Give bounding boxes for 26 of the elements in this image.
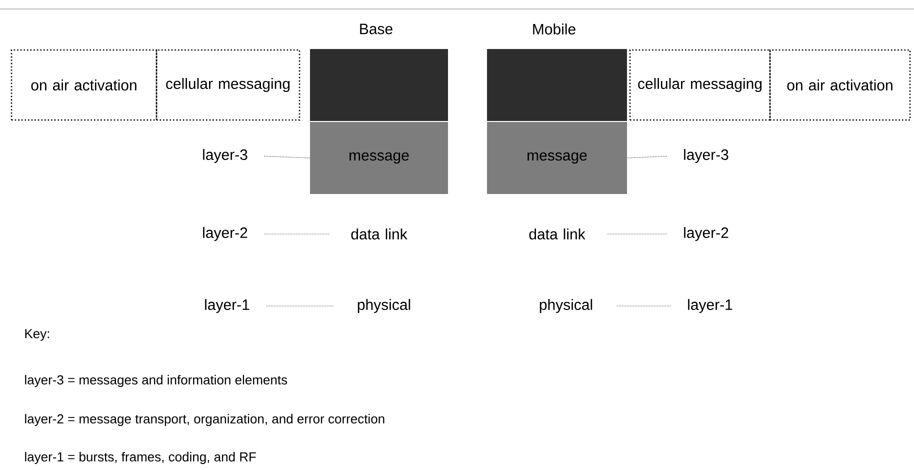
layer-text: physical	[540, 299, 592, 313]
shaded-box: message	[310, 122, 448, 194]
shaded-box: message	[487, 122, 627, 194]
key-text: layer-2 = message transport, organization, and error correction	[25, 414, 384, 426]
dotted-box: cellular messaging	[629, 49, 771, 121]
dotted-box: on air activation	[10, 49, 158, 121]
layer-text: data link	[529, 228, 586, 240]
layer-text: layer-3	[684, 149, 728, 163]
dark-box	[310, 49, 448, 121]
heading: Base	[360, 24, 392, 34]
layer-text: layer-2	[684, 227, 728, 241]
key-heading: Key:	[25, 329, 50, 341]
layer-text: layer-1	[205, 299, 250, 313]
layer-text: data link	[351, 228, 408, 240]
dotted-box: on air activation	[769, 49, 911, 121]
dark-box	[487, 49, 627, 121]
dotted-box: cellular messaging	[156, 49, 300, 121]
layer-text: layer-1	[688, 299, 732, 313]
key-text: layer-3 = messages and information elements	[25, 374, 288, 388]
key-text: layer-1 = bursts, frames, coding, and RF	[25, 452, 256, 464]
heading: Mobile	[533, 24, 576, 34]
layer-text: layer-2	[203, 227, 248, 241]
layer-text: physical	[358, 299, 410, 313]
layer-text: layer-3	[203, 149, 248, 163]
leader-line	[264, 156, 310, 158]
leader-line	[626, 156, 668, 158]
